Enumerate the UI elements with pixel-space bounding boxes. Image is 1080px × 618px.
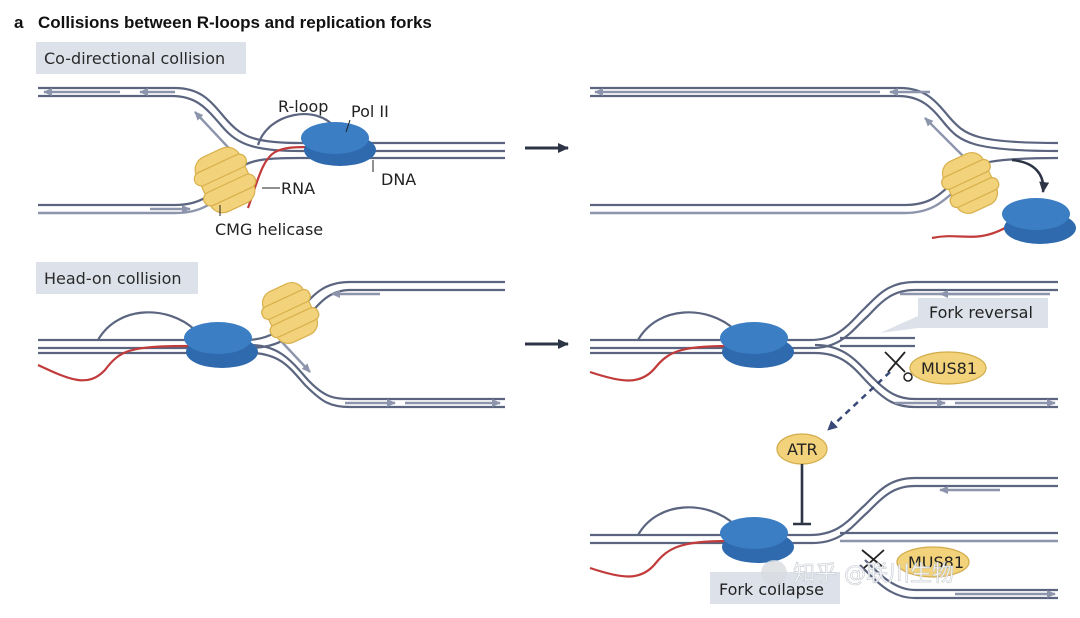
pol2-upper [301, 122, 369, 154]
dna-label: DNA [381, 170, 416, 189]
bottom-left-fork [37, 280, 505, 409]
fr-rloop-arc [637, 311, 736, 341]
cmg-helicase [193, 146, 257, 214]
fr-strand-bottom [590, 351, 1058, 409]
rna-strand [246, 145, 313, 209]
scissors-icon-lower [861, 549, 885, 569]
mus81-bottom-label: MUS81 [908, 553, 964, 572]
dna-strand-bottom [38, 156, 505, 207]
watermark-text: 知乎 @联川生物 [793, 562, 954, 587]
rloop-arc [256, 113, 336, 146]
co-directional-header-box [36, 42, 246, 74]
displaced-rna [931, 227, 1006, 240]
fork-collapse-diagram: MUS81 Fork collapse [589, 476, 1058, 604]
panel-letter: a [14, 13, 24, 32]
fr-strand-top [590, 280, 1058, 342]
cmg-helicase-right [941, 152, 1000, 214]
watermark: 知乎 @联川生物 [761, 560, 954, 587]
pol2-label: Pol II [351, 102, 389, 121]
fork-collapse-label: Fork collapse [719, 580, 824, 599]
pol2-leader [345, 119, 351, 133]
dna-right-top [590, 86, 1059, 145]
wechat-logo-icon [761, 560, 787, 586]
hl-cmg-helicase [261, 282, 320, 344]
mus81-bottom-pill [896, 546, 970, 578]
nascent-right-arrow-3 [924, 117, 966, 159]
hl-rna [37, 344, 191, 382]
fc-strand-bottom-inner [864, 559, 1058, 592]
rloop-label: R-loop [278, 97, 328, 116]
displaced-pol2-upper [1002, 198, 1070, 230]
fr-pol2-upper [720, 322, 788, 354]
displacement-arrow [1011, 158, 1050, 193]
head-on-section: Head-on collision [36, 262, 1058, 604]
mus81-top-label: MUS81 [921, 359, 977, 378]
fc-strand-bottom [859, 564, 1058, 600]
co-directional-section: Co-directional collision [36, 42, 1076, 244]
dna-strand-top [38, 86, 505, 145]
hl-pol2-upper [184, 322, 252, 354]
hl-rloop-arc [97, 311, 196, 341]
top-right-fork [590, 86, 1076, 244]
fr-rna [589, 344, 729, 382]
head-on-header: Head-on collision [44, 269, 182, 288]
fork-reversal-diagram: Fork reversal MUS81 [589, 280, 1058, 431]
scissors-icon [884, 351, 913, 382]
mus81-top-pill [909, 351, 987, 385]
cmg-label: CMG helicase [215, 220, 323, 239]
atr-label: ATR [787, 440, 818, 459]
fc-strand-top [590, 476, 1058, 537]
fr-strand-bottom-inner [814, 343, 1058, 401]
panel-title: Collisions between R-loops and replicati… [38, 13, 432, 32]
fc-pol2-upper [720, 517, 788, 549]
hl-strand-bottom-inner [249, 343, 505, 401]
fork-reversal-callout [880, 298, 1048, 333]
rna-label: RNA [281, 179, 315, 198]
fc-rna [589, 539, 729, 578]
co-directional-header: Co-directional collision [44, 49, 225, 68]
dna-strand-top-inner [38, 94, 505, 153]
top-left-fork: R-loop Pol II RNA DNA CMG helicase [38, 86, 505, 239]
head-on-header-box [36, 262, 198, 294]
nascent-right-bottom [590, 187, 959, 215]
fc-strand-top-inner [590, 484, 1058, 545]
hl-strand-bottom [38, 351, 505, 409]
fc-rloop-arc [637, 506, 736, 536]
hl-nascent-arrow-3 [279, 339, 311, 373]
mus81-to-atr-arrow [827, 371, 891, 431]
dna-right-top-inner [590, 94, 1059, 153]
fork-reversal-label: Fork reversal [929, 303, 1033, 322]
